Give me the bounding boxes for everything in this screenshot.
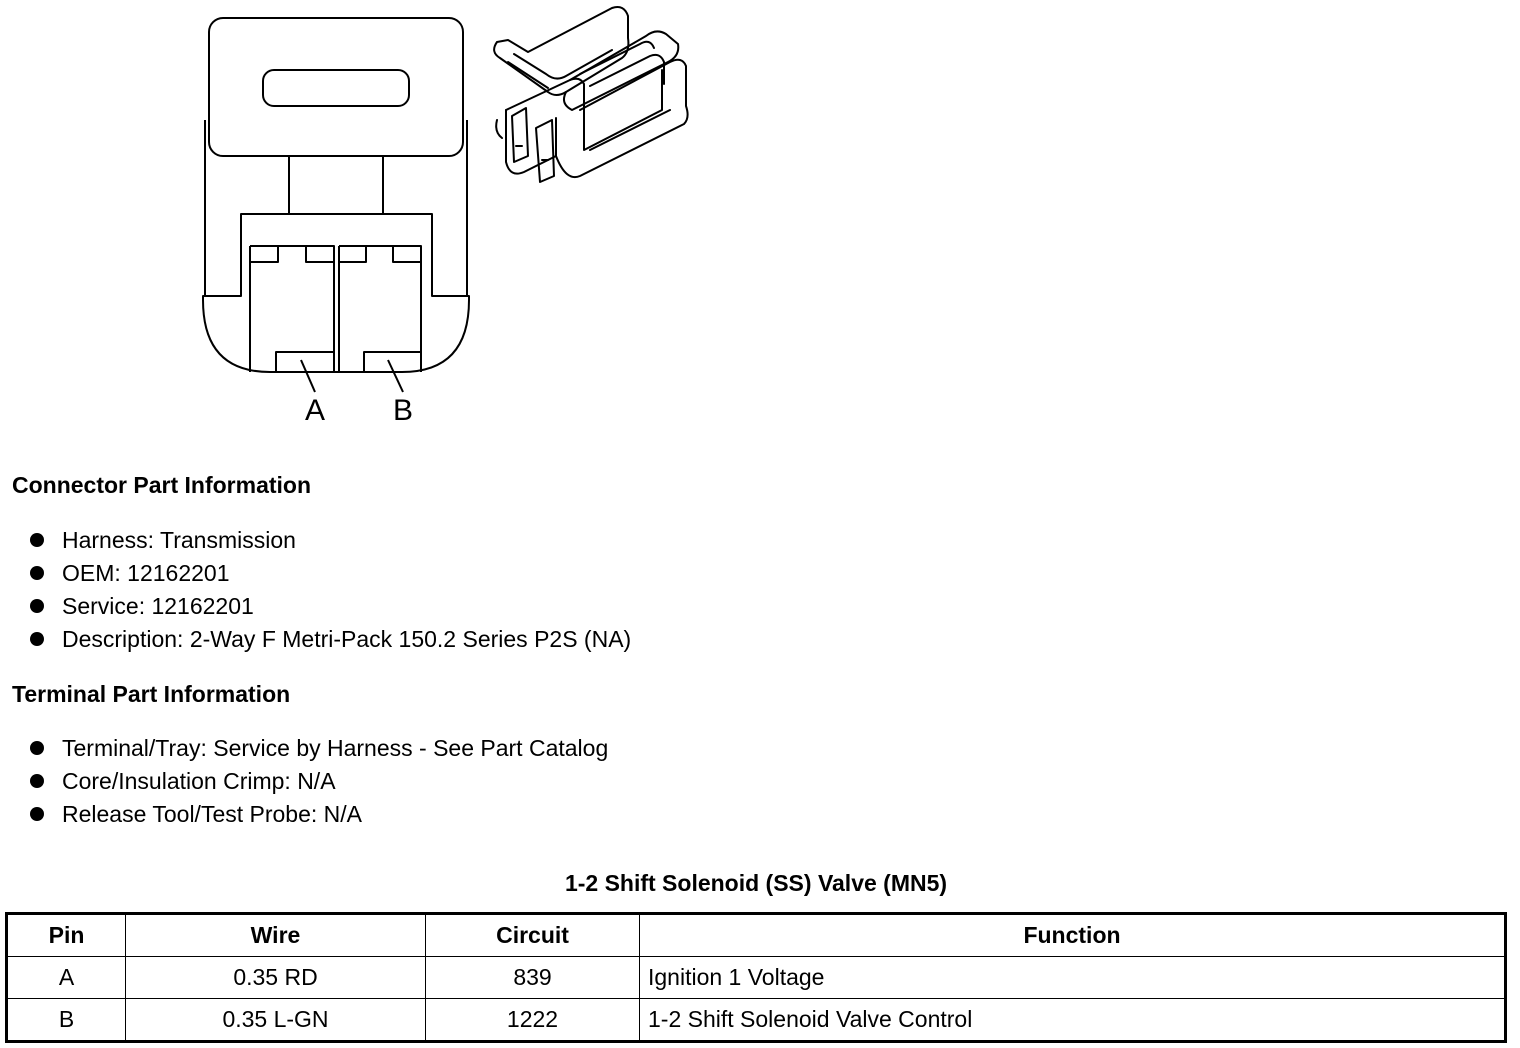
cavity-b — [338, 245, 422, 372]
cell-pin: A — [6, 956, 126, 999]
bullet-icon — [30, 807, 44, 821]
list-item: Release Tool/Test Probe: N/A — [30, 798, 608, 831]
leader-line-a — [300, 359, 316, 393]
connector-isometric-view — [493, 6, 689, 183]
bullet-icon — [30, 533, 44, 547]
connector-info-title: Connector Part Information — [12, 472, 312, 498]
bullet-icon — [30, 741, 44, 755]
leader-line-b — [387, 359, 404, 393]
cavity-a — [249, 245, 335, 372]
cell-pin: B — [6, 998, 126, 1042]
cell-wire: 0.35 L-GN — [125, 998, 426, 1042]
bullet-icon — [30, 599, 44, 613]
column-header-circuit: Circuit — [425, 913, 640, 957]
table-row: A 0.35 RD 839 Ignition 1 Voltage — [6, 956, 1506, 999]
pin-label-b: B — [393, 394, 413, 427]
cell-function: Ignition 1 Voltage — [639, 956, 1506, 999]
connector-diagram: A B — [202, 6, 689, 427]
connector-info-list: Harness: Transmission OEM: 12162201 Serv… — [30, 524, 631, 656]
table-row: B 0.35 L-GN 1222 1-2 Shift Solenoid Valv… — [6, 998, 1506, 1042]
column-header-function: Function — [639, 913, 1506, 957]
connector-terminal-housing — [205, 213, 467, 297]
connector-face-outline — [202, 120, 470, 373]
pin-table: Pin Wire Circuit Function A 0.35 RD 839 … — [5, 912, 1507, 1043]
bullet-icon — [30, 632, 44, 646]
connector-latch — [208, 17, 464, 157]
terminal-info-list: Terminal/Tray: Service by Harness - See … — [30, 732, 608, 831]
column-header-pin: Pin — [6, 913, 126, 957]
cell-circuit: 1222 — [425, 998, 640, 1042]
list-item: Harness: Transmission — [30, 524, 631, 557]
list-item: OEM: 12162201 — [30, 557, 631, 590]
pin-table-title: 1-2 Shift Solenoid (SS) Valve (MN5) — [564, 870, 948, 896]
cell-circuit: 839 — [425, 956, 640, 999]
pin-label-a: A — [305, 394, 325, 427]
list-item: Core/Insulation Crimp: N/A — [30, 765, 608, 798]
cell-wire: 0.35 RD — [125, 956, 426, 999]
column-header-wire: Wire — [125, 913, 426, 957]
bullet-icon — [30, 774, 44, 788]
list-item: Terminal/Tray: Service by Harness - See … — [30, 732, 608, 765]
cell-function: 1-2 Shift Solenoid Valve Control — [639, 998, 1506, 1042]
table-header-row: Pin Wire Circuit Function — [6, 913, 1506, 957]
list-item: Service: 12162201 — [30, 590, 631, 623]
bullet-icon — [30, 566, 44, 580]
terminal-info-title: Terminal Part Information — [12, 681, 291, 707]
list-item: Description: 2-Way F Metri-Pack 150.2 Se… — [30, 623, 631, 656]
connector-latch-slot — [262, 69, 410, 107]
